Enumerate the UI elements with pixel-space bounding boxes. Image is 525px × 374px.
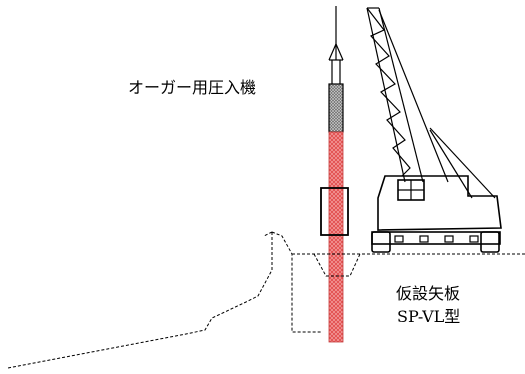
crawler-tracks — [371, 231, 501, 253]
sheet-pile — [328, 131, 344, 343]
auger-press-machine-label: オーガー用圧入機 — [128, 78, 257, 97]
excavation-outline — [7, 231, 322, 369]
crane-body — [377, 175, 502, 231]
hoist-wire — [328, 6, 344, 84]
temporary-sheet-pile-label: 仮設矢板 — [396, 284, 461, 303]
crane-boom — [366, 7, 424, 183]
auger-head — [328, 83, 344, 133]
sheet-pile-type-label: SP-VL型 — [397, 307, 461, 326]
guide-trench — [313, 253, 361, 277]
crane-rigging — [378, 9, 496, 199]
press-in-clamp — [320, 187, 349, 236]
